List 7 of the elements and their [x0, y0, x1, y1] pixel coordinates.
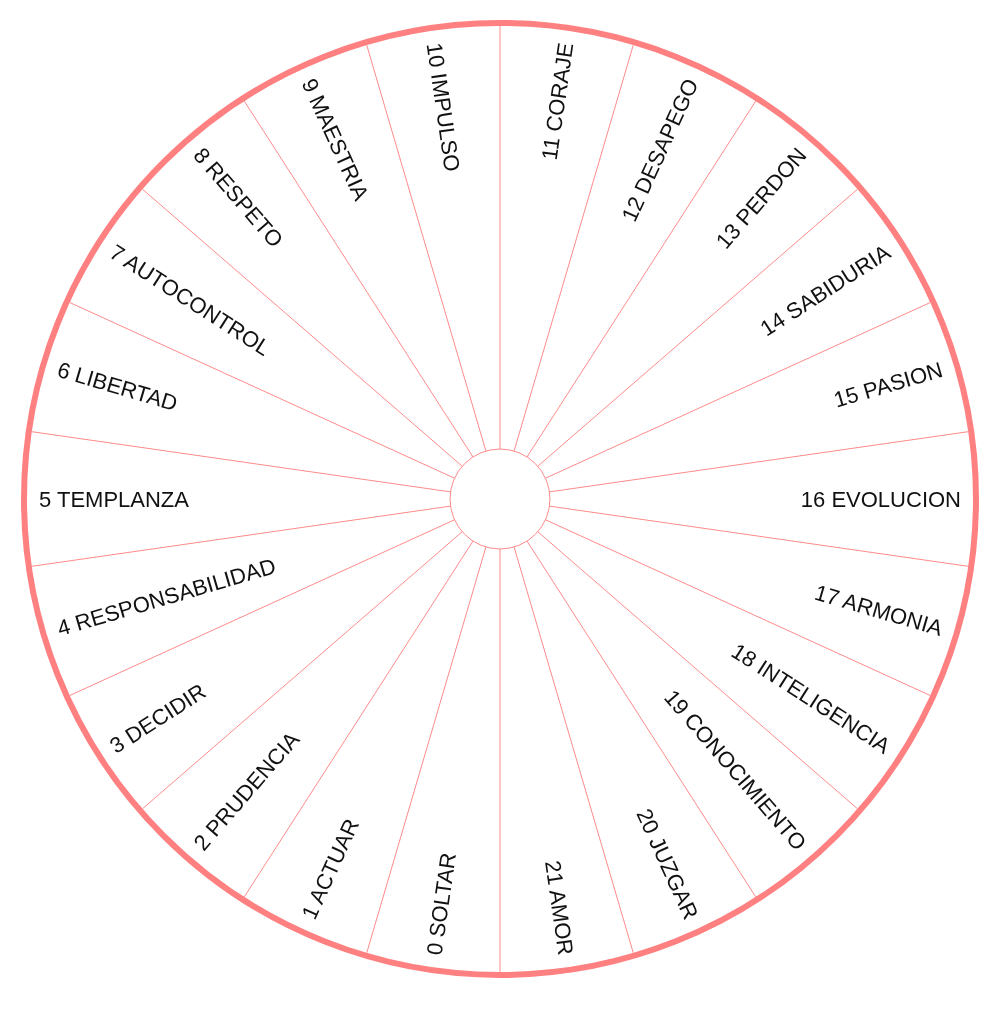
- sector-label: 21 AMOR: [539, 859, 578, 958]
- sector-label: 0 SOLTAR: [422, 851, 462, 958]
- sector-label: 5 TEMPLANZA: [39, 486, 189, 512]
- sector-label: 10 IMPULSO: [422, 40, 466, 173]
- sector-label: 15 PASION: [831, 357, 946, 413]
- sector-label: 16 EVOLUCION: [800, 486, 961, 512]
- sector-label: 11 CORAJE: [536, 40, 578, 162]
